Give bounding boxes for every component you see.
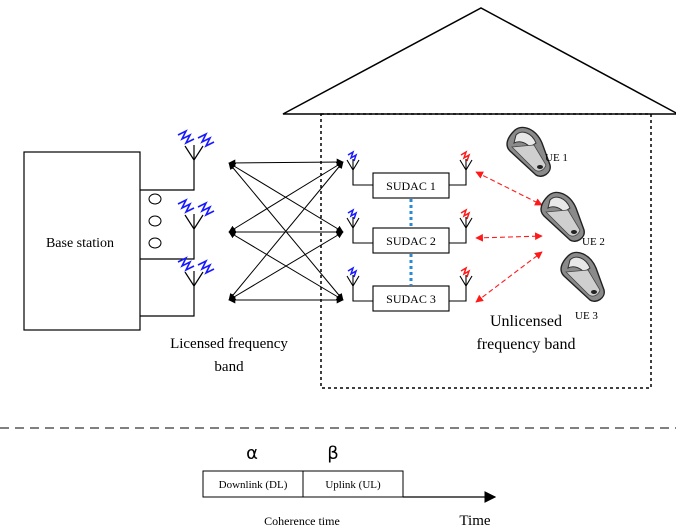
licensed-signal-icon — [347, 266, 358, 278]
sudac-2-box — [372, 227, 450, 254]
sudac-3-label: SUDAC 3 — [386, 292, 436, 306]
licensed-links — [228, 158, 344, 304]
sudac-3-box — [372, 285, 450, 312]
bs-antenna-3 — [177, 256, 215, 305]
ue-1-phone-icon — [506, 126, 551, 177]
licensed-signal-icon — [197, 201, 215, 217]
ue-2-phone-icon — [540, 191, 585, 242]
coherence-time-label: Coherence time — [264, 514, 340, 528]
licensed-band-label-line2: band — [214, 359, 244, 375]
house-roof — [282, 7, 676, 115]
ue-3-label: UE 3 — [575, 310, 598, 322]
unlicensed-signal-icon — [460, 208, 471, 220]
licensed-signal-icon — [177, 198, 195, 214]
downlink-slot — [202, 470, 304, 498]
unlicensed-signal-icon — [460, 150, 471, 162]
unlicensed-links — [475, 171, 543, 303]
uplink-label: Uplink (UL) — [325, 479, 381, 491]
bs-antenna-2 — [177, 198, 215, 248]
uplink-slot — [302, 470, 404, 498]
alpha-symbol: α — [246, 443, 258, 464]
base-station-box — [23, 151, 141, 331]
base-station-ellipsis-dot — [148, 193, 162, 205]
sudac-2: SUDAC 2 — [346, 208, 473, 254]
licensed-band-label-line1: Licensed frequency — [170, 336, 288, 352]
licensed-signal-icon — [197, 259, 215, 275]
sudac-2-label: SUDAC 2 — [386, 234, 436, 248]
base-station-feeder — [140, 178, 195, 191]
base-station-ellipsis-dot — [148, 237, 162, 249]
bs-antenna-1 — [177, 129, 215, 179]
downlink-label: Downlink (DL) — [219, 479, 288, 491]
ue-3-phone-icon — [560, 251, 605, 302]
sudac-1-label: SUDAC 1 — [386, 179, 436, 193]
base-station-label: Base station — [46, 236, 114, 251]
licensed-signal-icon — [347, 150, 358, 162]
unlicensed-band-label-line1: Unlicensed — [490, 313, 562, 330]
ue-1-label: UE 1 — [545, 152, 568, 164]
timeline: α β Downlink (DL) Uplink (UL) Coherence … — [202, 443, 497, 529]
base-station-ellipsis-dot — [148, 215, 162, 227]
licensed-signal-icon — [347, 208, 358, 220]
time-label: Time — [459, 513, 490, 529]
licensed-signal-icon — [177, 256, 195, 272]
ue-2-label: UE 2 — [582, 236, 605, 248]
sudac-1: SUDAC 1 — [346, 150, 473, 199]
licensed-signal-icon — [177, 129, 195, 145]
licensed-signal-icon — [197, 132, 215, 148]
sudac-1-box — [372, 172, 450, 199]
house — [282, 7, 676, 389]
sudac-3: SUDAC 3 — [346, 266, 473, 312]
beta-symbol: β — [327, 443, 339, 464]
base-station-feeder — [140, 304, 195, 317]
unlicensed-band-label-line2: frequency band — [476, 336, 575, 353]
base-station: Base station — [23, 151, 195, 331]
base-station-feeder — [140, 247, 195, 260]
unlicensed-signal-icon — [460, 266, 471, 278]
